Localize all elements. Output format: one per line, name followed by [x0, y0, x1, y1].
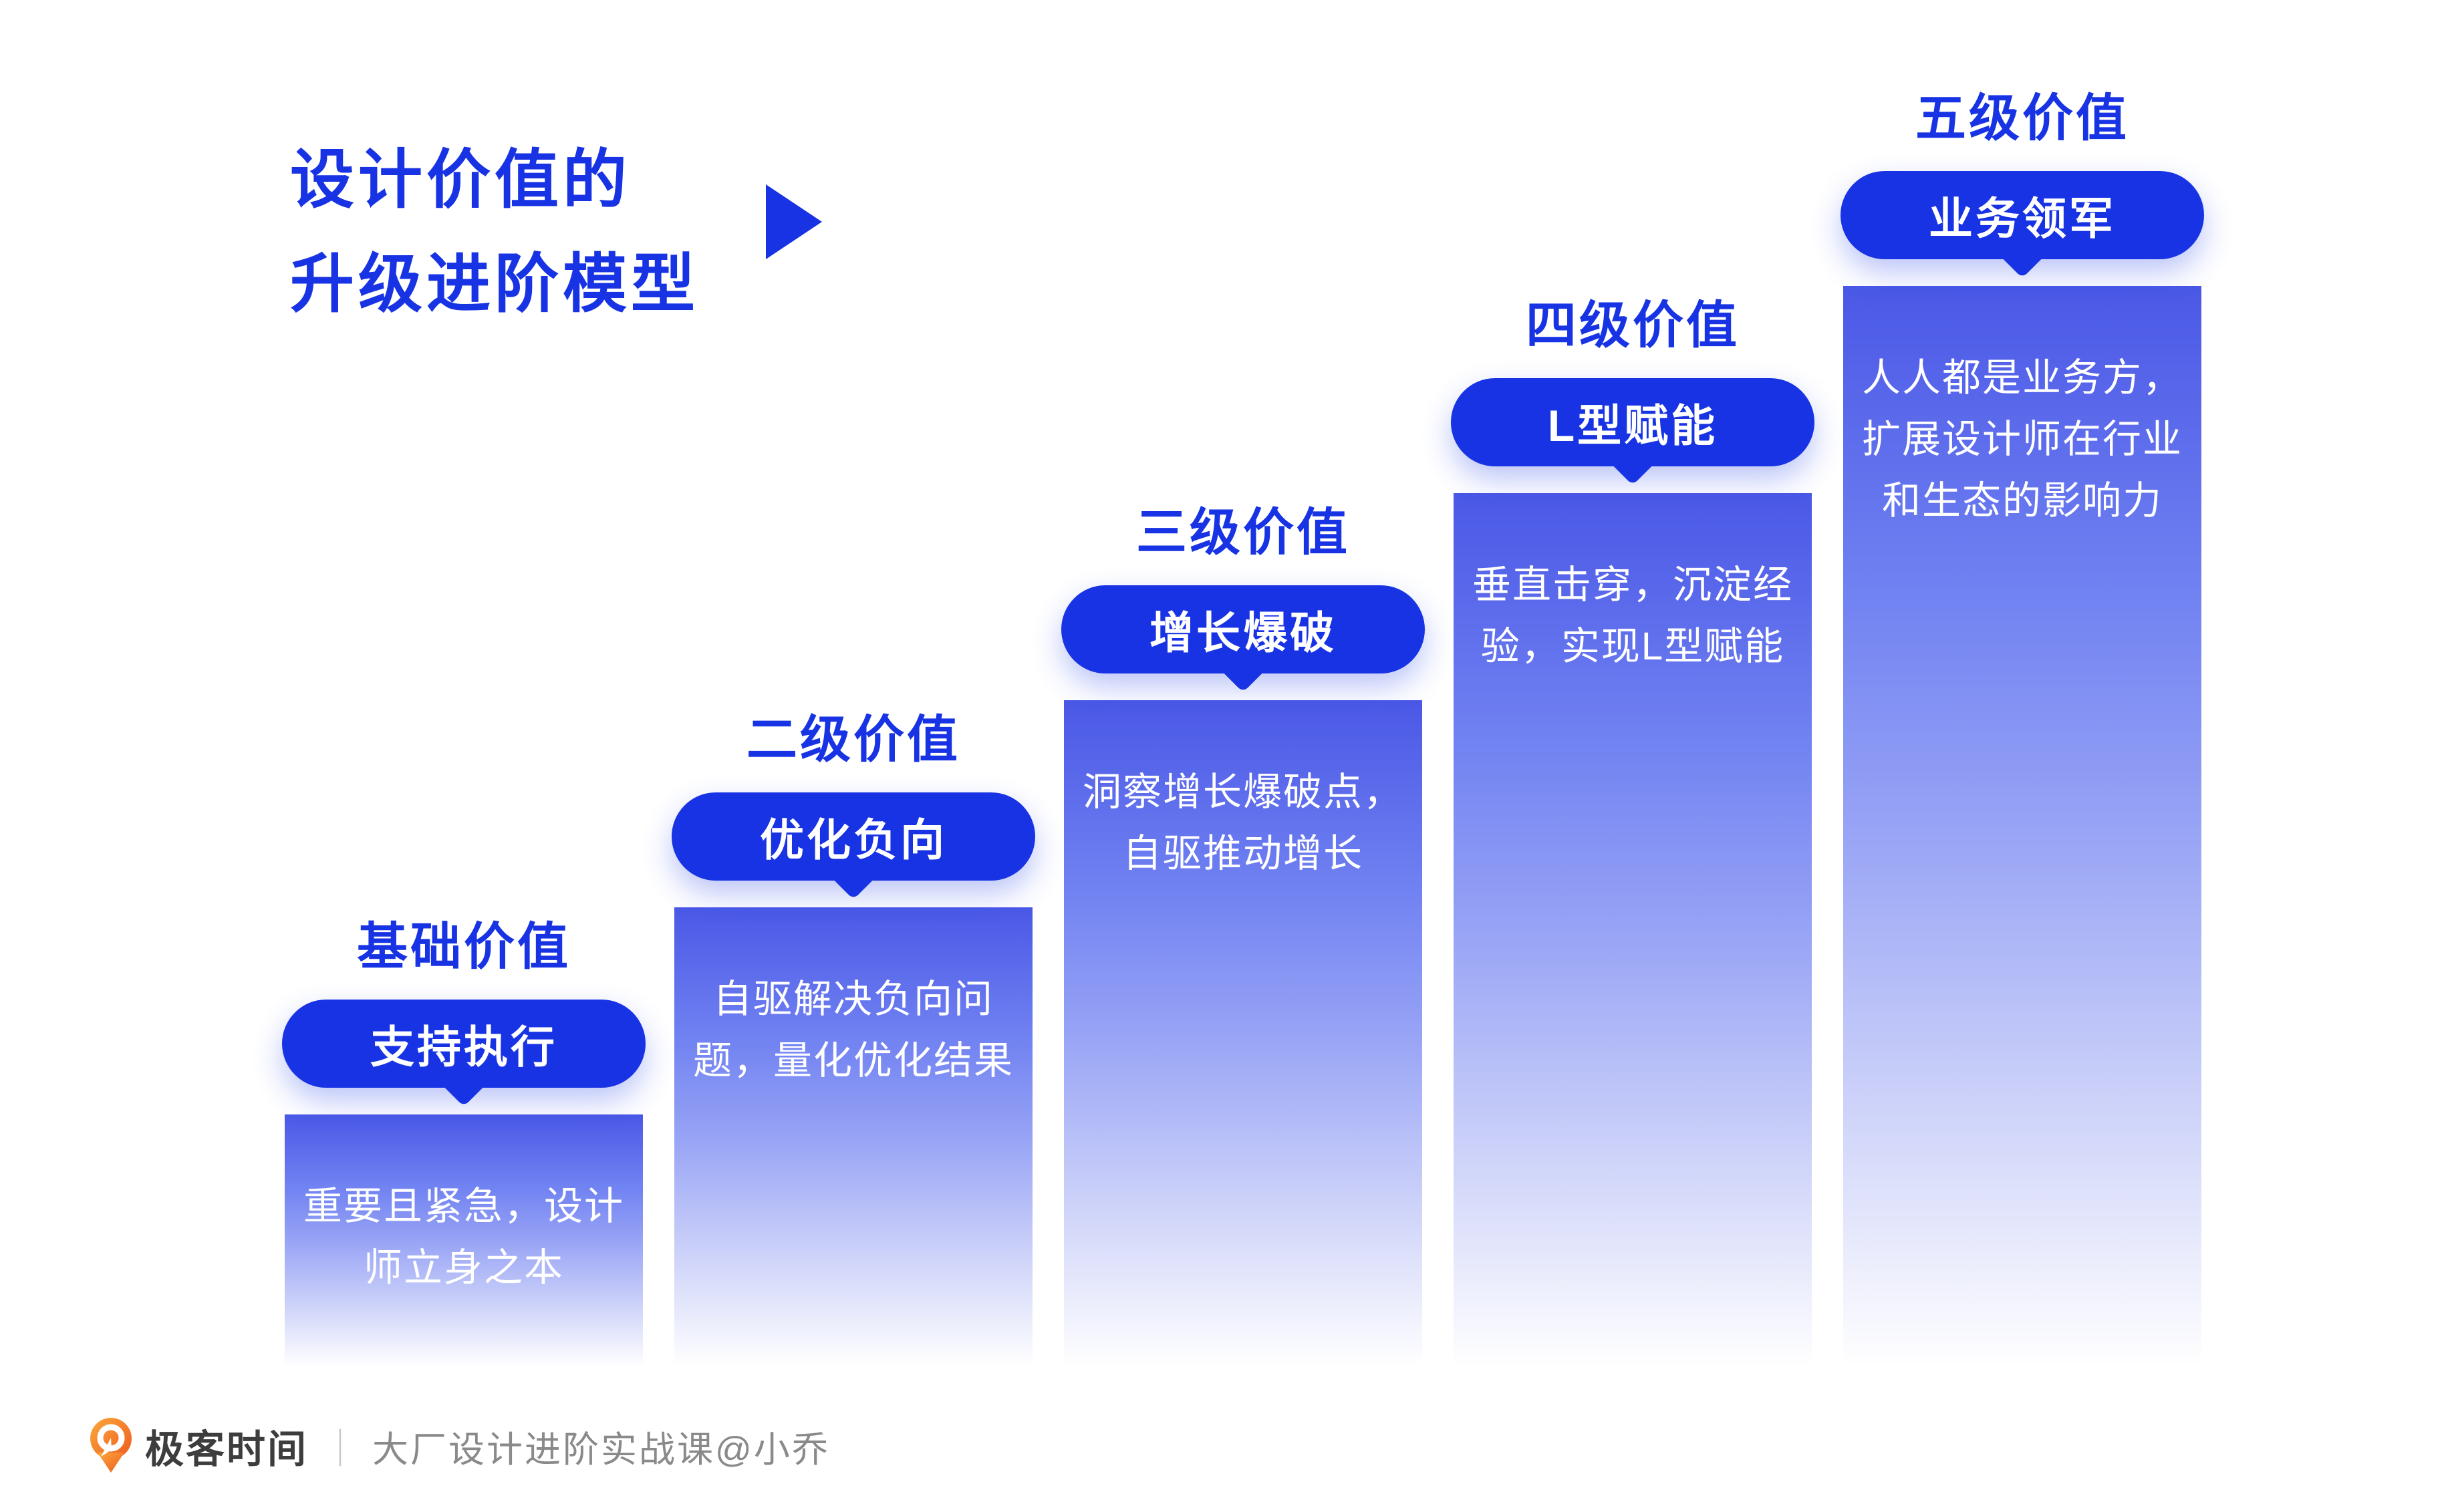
level-2-column: 自驱解决负向问 题，量化优化结果 — [674, 907, 1033, 1366]
level-5-title: 五级价值 — [1915, 90, 2129, 147]
page-title-line1: 设计价值的 — [290, 144, 631, 216]
level-3-description: 洞察增长爆破点， 自驱推动增长 — [1082, 770, 1403, 875]
footer: 极客时间 ｜ 大厂设计进阶实战课@小乔 — [89, 1418, 830, 1474]
level-5-description: 人人都是业务方， 扩展设计师在行业 和生态的影响力 — [1861, 356, 2183, 522]
footer-divider: ｜ — [321, 1427, 360, 1470]
level-2-title: 二级价值 — [746, 712, 960, 768]
level-1-unit: 基础价值 支持执行 重要且紧急，设计 师立身之本 — [282, 906, 646, 1366]
page-title-line2: 升级进阶模型 — [290, 249, 699, 320]
level-4-pill: L型赋能 — [1451, 378, 1814, 486]
geektime-logo-icon — [90, 1418, 132, 1473]
level-4-title: 四级价值 — [1526, 297, 1740, 354]
level-3-pill: 增长爆破 — [1061, 585, 1425, 693]
level-1-title: 基础价值 — [357, 919, 571, 975]
level-1-description: 重要且紧急，设计 师立身之本 — [303, 1185, 624, 1290]
page-title: 设计价值的升级进阶模型 — [290, 128, 699, 337]
footer-course-name: 大厂设计进阶实战课@小乔 — [372, 1429, 830, 1470]
level-3-unit: 三级价值 增长爆破 洞察增长爆破点， 自驱推动增长 — [1061, 492, 1425, 1366]
level-3-column: 洞察增长爆破点， 自驱推动增长 — [1064, 700, 1422, 1366]
level-4-description: 垂直击穿，沉淀经 验，实现L型赋能 — [1472, 563, 1793, 668]
level-5-pill: 业务领军 — [1841, 171, 2204, 279]
level-4-unit: 四级价值 L型赋能 垂直击穿，沉淀经 验，实现L型赋能 — [1451, 285, 1814, 1366]
level-1-column: 重要且紧急，设计 师立身之本 — [285, 1114, 643, 1366]
level-4-column: 垂直击穿，沉淀经 验，实现L型赋能 — [1454, 493, 1812, 1366]
level-2-unit: 二级价值 优化负向 自驱解决负向问 题，量化优化结果 — [672, 699, 1035, 1366]
level-2-description: 自驱解决负向问 题，量化优化结果 — [692, 977, 1014, 1082]
level-2-pill: 优化负向 — [672, 792, 1035, 900]
level-3-title: 三级价值 — [1136, 504, 1350, 561]
level-5-unit: 五级价值 业务领军 人人都是业务方， 扩展设计师在行业 和生态的影响力 — [1841, 78, 2204, 1366]
footer-brand-name: 极客时间 — [145, 1428, 309, 1471]
level-5-column: 人人都是业务方， 扩展设计师在行业 和生态的影响力 — [1843, 286, 2201, 1366]
level-1-pill: 支持执行 — [282, 1000, 646, 1107]
play-triangle-icon — [766, 184, 822, 259]
